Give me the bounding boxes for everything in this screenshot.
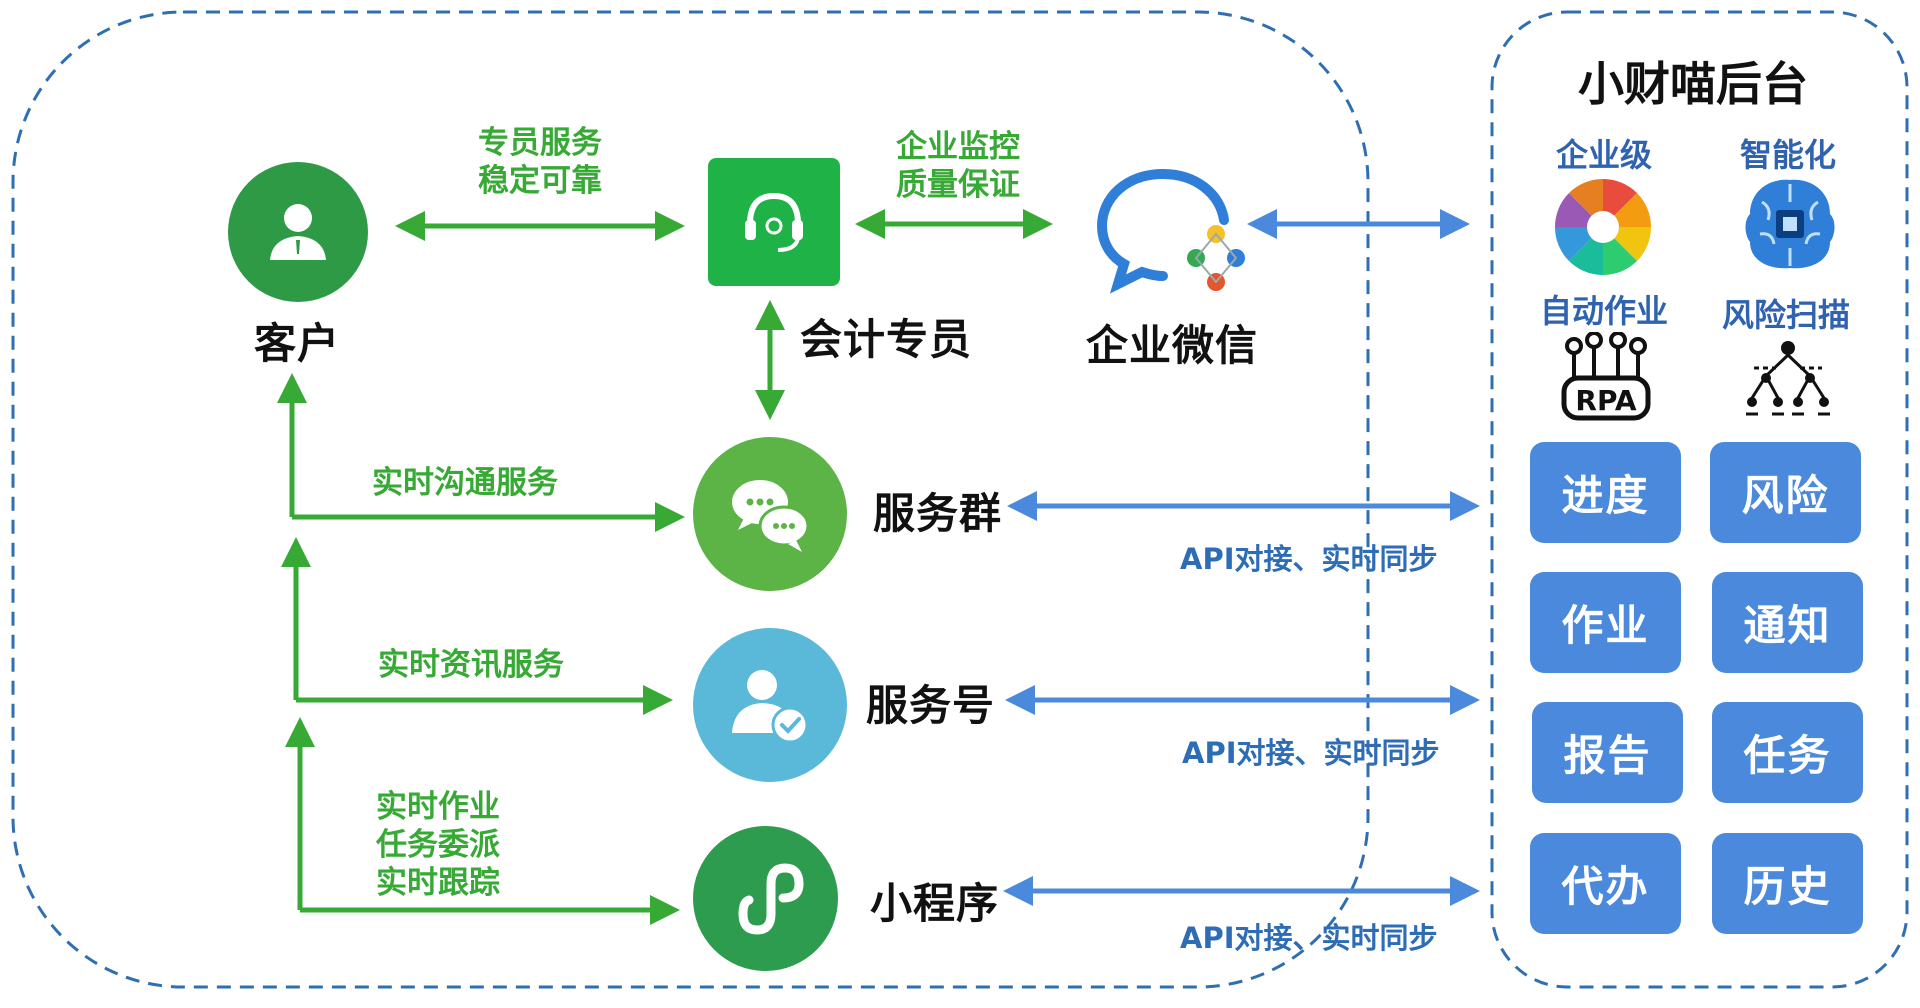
user-check-icon xyxy=(732,670,809,744)
api-sync-label-service-account: API对接、实时同步 xyxy=(1182,736,1440,770)
edge-label-realtime-info: 实时资讯服务 xyxy=(378,647,564,683)
tile-notify[interactable]: 通知 xyxy=(1712,572,1863,673)
edge-label-realtime-comm: 实时沟通服务 xyxy=(372,465,558,501)
feature-icon-enterprise xyxy=(1552,176,1654,282)
edge-label-line: 企业监控 xyxy=(896,129,1020,165)
headset-icon xyxy=(745,192,803,252)
mini-program-label: 小程序 xyxy=(870,879,1000,928)
wecom-node xyxy=(1088,160,1258,300)
edge-label-customer-accountant: 专员服务 稳定可靠 xyxy=(478,124,602,200)
risk-tree-icon xyxy=(1746,341,1830,416)
feature-icon-risk-scan xyxy=(1740,338,1836,424)
edge-label-line: 实时跟踪 xyxy=(376,865,500,901)
tile-report[interactable]: 报告 xyxy=(1532,702,1683,803)
wecom-logo-icon xyxy=(1096,169,1245,294)
tile-risk[interactable]: 风险 xyxy=(1710,442,1861,543)
tile-job[interactable]: 作业 xyxy=(1530,572,1681,673)
tile-task[interactable]: 任务 xyxy=(1712,702,1863,803)
mini-program-node xyxy=(693,826,838,971)
backend-dashed-frame xyxy=(1490,10,1909,989)
feature-icon-intelligent xyxy=(1738,172,1842,282)
accountant-label: 会计专员 xyxy=(800,315,973,364)
mini-program-icon xyxy=(738,862,804,935)
feature-label-intelligent: 智能化 xyxy=(1740,136,1837,174)
edge-label-mini-program-services: 实时作业 任务委派 实时跟踪 xyxy=(376,788,500,902)
backend-title: 小财喵后台 xyxy=(1578,57,1808,111)
customer-node xyxy=(228,162,368,302)
api-sync-label-mini-program: API对接、实时同步 xyxy=(1180,921,1438,955)
wecom-label: 企业微信 xyxy=(1086,321,1259,370)
rpa-icon: RPA xyxy=(1561,331,1651,421)
accountant-node xyxy=(708,158,840,286)
edge-label-line: 专员服务 xyxy=(478,125,602,161)
feature-label-enterprise: 企业级 xyxy=(1556,136,1653,174)
tile-progress[interactable]: 进度 xyxy=(1530,442,1681,543)
edge-label-line: 稳定可靠 xyxy=(478,163,602,199)
edge-label-line: 实时作业 xyxy=(376,789,500,825)
feature-icon-auto: RPA xyxy=(1560,331,1652,428)
main-dashed-frame xyxy=(11,10,1370,989)
edge-label-accountant-wecom: 企业监控 质量保证 xyxy=(896,128,1020,204)
service-account-label: 服务号 xyxy=(866,681,996,730)
tile-history[interactable]: 历史 xyxy=(1712,833,1863,934)
svg-text:RPA: RPA xyxy=(1575,384,1637,417)
edge-label-line: 质量保证 xyxy=(896,167,1020,203)
enterprise-wheel-icon xyxy=(1554,178,1652,276)
customer-label: 客户 xyxy=(254,319,341,368)
api-sync-label-service-group: API对接、实时同步 xyxy=(1180,542,1438,576)
brain-chip-icon xyxy=(1745,179,1835,269)
service-account-node xyxy=(693,628,847,782)
tile-todo[interactable]: 代办 xyxy=(1530,833,1681,934)
chat-bubbles-icon xyxy=(732,480,810,552)
feature-label-risk-scan: 风险扫描 xyxy=(1722,296,1851,334)
service-group-label: 服务群 xyxy=(873,489,1003,538)
feature-label-auto: 自动作业 xyxy=(1540,292,1669,330)
person-icon xyxy=(270,204,326,260)
edge-label-line: 任务委派 xyxy=(376,827,500,863)
service-group-node xyxy=(693,437,847,591)
